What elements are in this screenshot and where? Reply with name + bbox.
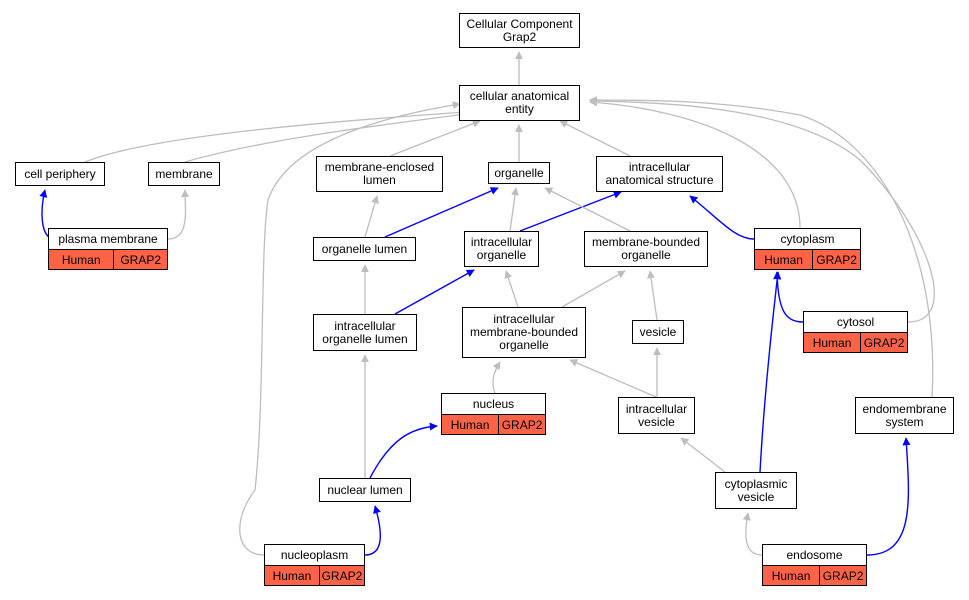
node-imbo[interactable]: intracellular membrane-bounded organelle [462,307,586,358]
node-mel[interactable]: membrane-enclosed lumen [316,156,443,192]
node-cytosol[interactable]: cytosol [803,311,908,333]
node-label: intracellular organelle [470,235,533,262]
edge-cvesicle-to-cytoplasm [759,271,782,473]
node-cytoplasm[interactable]: cytoplasm [754,228,861,250]
species-cell: Human [771,568,811,583]
node-label: cellular anatomical entity [469,89,570,116]
edge-cell-periphery-to-cae [84,108,467,163]
edge-endosome-to-cvesicle [742,512,763,556]
node-label: membrane [155,166,213,181]
edge-membrane-to-cae [184,110,467,163]
gene-cell: GRAP2 [860,333,907,352]
node-ivesicle[interactable]: intracellular vesicle [618,397,695,434]
node-label: Cellular Component Grap2 [466,16,573,44]
node-label: intracellular membrane-bounded organelle [469,312,579,352]
node-organelle-lumen[interactable]: organelle lumen [313,237,416,261]
edge-organelle-lumen-to-organelle [384,187,499,238]
edge-nucleoplasm-to-nuclear-lumen [364,505,381,556]
node-cae[interactable]: cellular anatomical entity [459,85,580,121]
species-cell: Human [450,417,490,432]
edge-cytosol-to-cae [589,97,935,323]
edge-iol-to-io [394,269,475,315]
annotation-endosome: Human GRAP2 [762,565,867,586]
edge-cytoplasm-to-ias [689,195,755,240]
species-cell: Human [272,568,312,583]
node-label: nucleus [472,396,515,411]
node-label: intracellular anatomical structure [605,160,714,187]
node-organelle[interactable]: organelle [488,162,550,184]
edge-cytoplasm-to-cae [589,98,801,229]
annotation-cytoplasm: Human GRAP2 [754,249,861,270]
node-nuclear-lumen[interactable]: nuclear lumen [319,478,411,502]
edge-io-to-organelle [509,187,519,232]
node-label: nucleoplasm [280,547,349,562]
edge-organelle-lumen-to-mel [364,195,379,238]
node-label: plasma membrane [58,231,158,246]
species-cell: Human [61,252,101,267]
node-label: cytosol [836,314,875,329]
edge-mbo-to-organelle [544,187,631,232]
edge-imbo-to-io [504,270,519,308]
gene-cell: GRAP2 [318,566,364,585]
node-iol[interactable]: intracellular organelle lumen [313,314,417,351]
node-label: nuclear lumen [327,482,403,497]
edge-endosome-to-endomembrane [866,437,911,556]
edge-nuclear-lumen-to-nucleus [369,422,438,479]
gene-cell: GRAP2 [819,566,866,585]
edge-imbo-to-mbo [561,270,626,308]
edge-cytosol-to-cytoplasm [773,271,804,323]
annotation-nucleus: Human GRAP2 [441,414,546,435]
node-cvesicle[interactable]: cytoplasmic vesicle [715,472,797,509]
node-label: cell periphery [24,166,96,181]
node-io[interactable]: intracellular organelle [464,231,539,267]
node-label: membrane-bounded organelle [591,235,701,262]
annotation-nucleoplasm: Human GRAP2 [264,565,365,586]
node-membrane[interactable]: membrane [148,162,220,186]
node-label: membrane-enclosed lumen [324,160,435,187]
node-root[interactable]: Cellular Component Grap2 [459,13,580,48]
node-plasma-membrane[interactable]: plasma membrane [48,228,168,250]
gene-cell: GRAP2 [113,250,167,269]
node-endomembrane[interactable]: endomembrane system [855,397,954,434]
node-endosome[interactable]: endosome [762,544,867,566]
edge-io-to-ias [519,190,622,232]
node-ias[interactable]: intracellular anatomical structure [596,156,723,192]
annotation-plasma-membrane: Human GRAP2 [48,249,168,270]
species-cell: Human [812,335,852,350]
edge-nucleus-to-imbo [492,361,501,394]
edge-nucleoplasm-to-cae [239,101,461,556]
node-label: endosome [786,547,843,562]
node-label: endomembrane system [862,401,947,429]
node-label: organelle lumen [321,241,408,256]
node-label: vesicle [639,324,677,339]
node-label: cytoplasm [780,231,835,246]
edge-ias-to-cae [559,120,631,157]
annotation-cytosol: Human GRAP2 [803,332,908,353]
edge-plasma-membrane-to-membrane [167,189,190,240]
node-cell-periphery[interactable]: cell periphery [15,162,105,186]
node-label: organelle [494,165,544,180]
node-label: intracellular vesicle [625,401,688,429]
node-vesicle[interactable]: vesicle [632,320,684,344]
gene-cell: GRAP2 [812,250,860,269]
edge-cvesicle-to-ivesicle [680,437,726,473]
edge-mel-to-cae [389,119,481,157]
node-mbo[interactable]: membrane-bounded organelle [584,231,708,267]
node-label: intracellular organelle lumen [322,318,408,346]
edge-ivesicle-to-imbo [569,359,657,398]
node-nucleus[interactable]: nucleus [441,393,546,415]
species-cell: Human [764,252,803,267]
edge-endomembrane-to-cae [589,96,934,398]
edge-vesicle-to-mbo [647,270,658,321]
gene-cell: GRAP2 [498,415,545,434]
node-label: cytoplasmic vesicle [724,476,788,504]
node-nucleoplasm[interactable]: nucleoplasm [264,544,365,566]
